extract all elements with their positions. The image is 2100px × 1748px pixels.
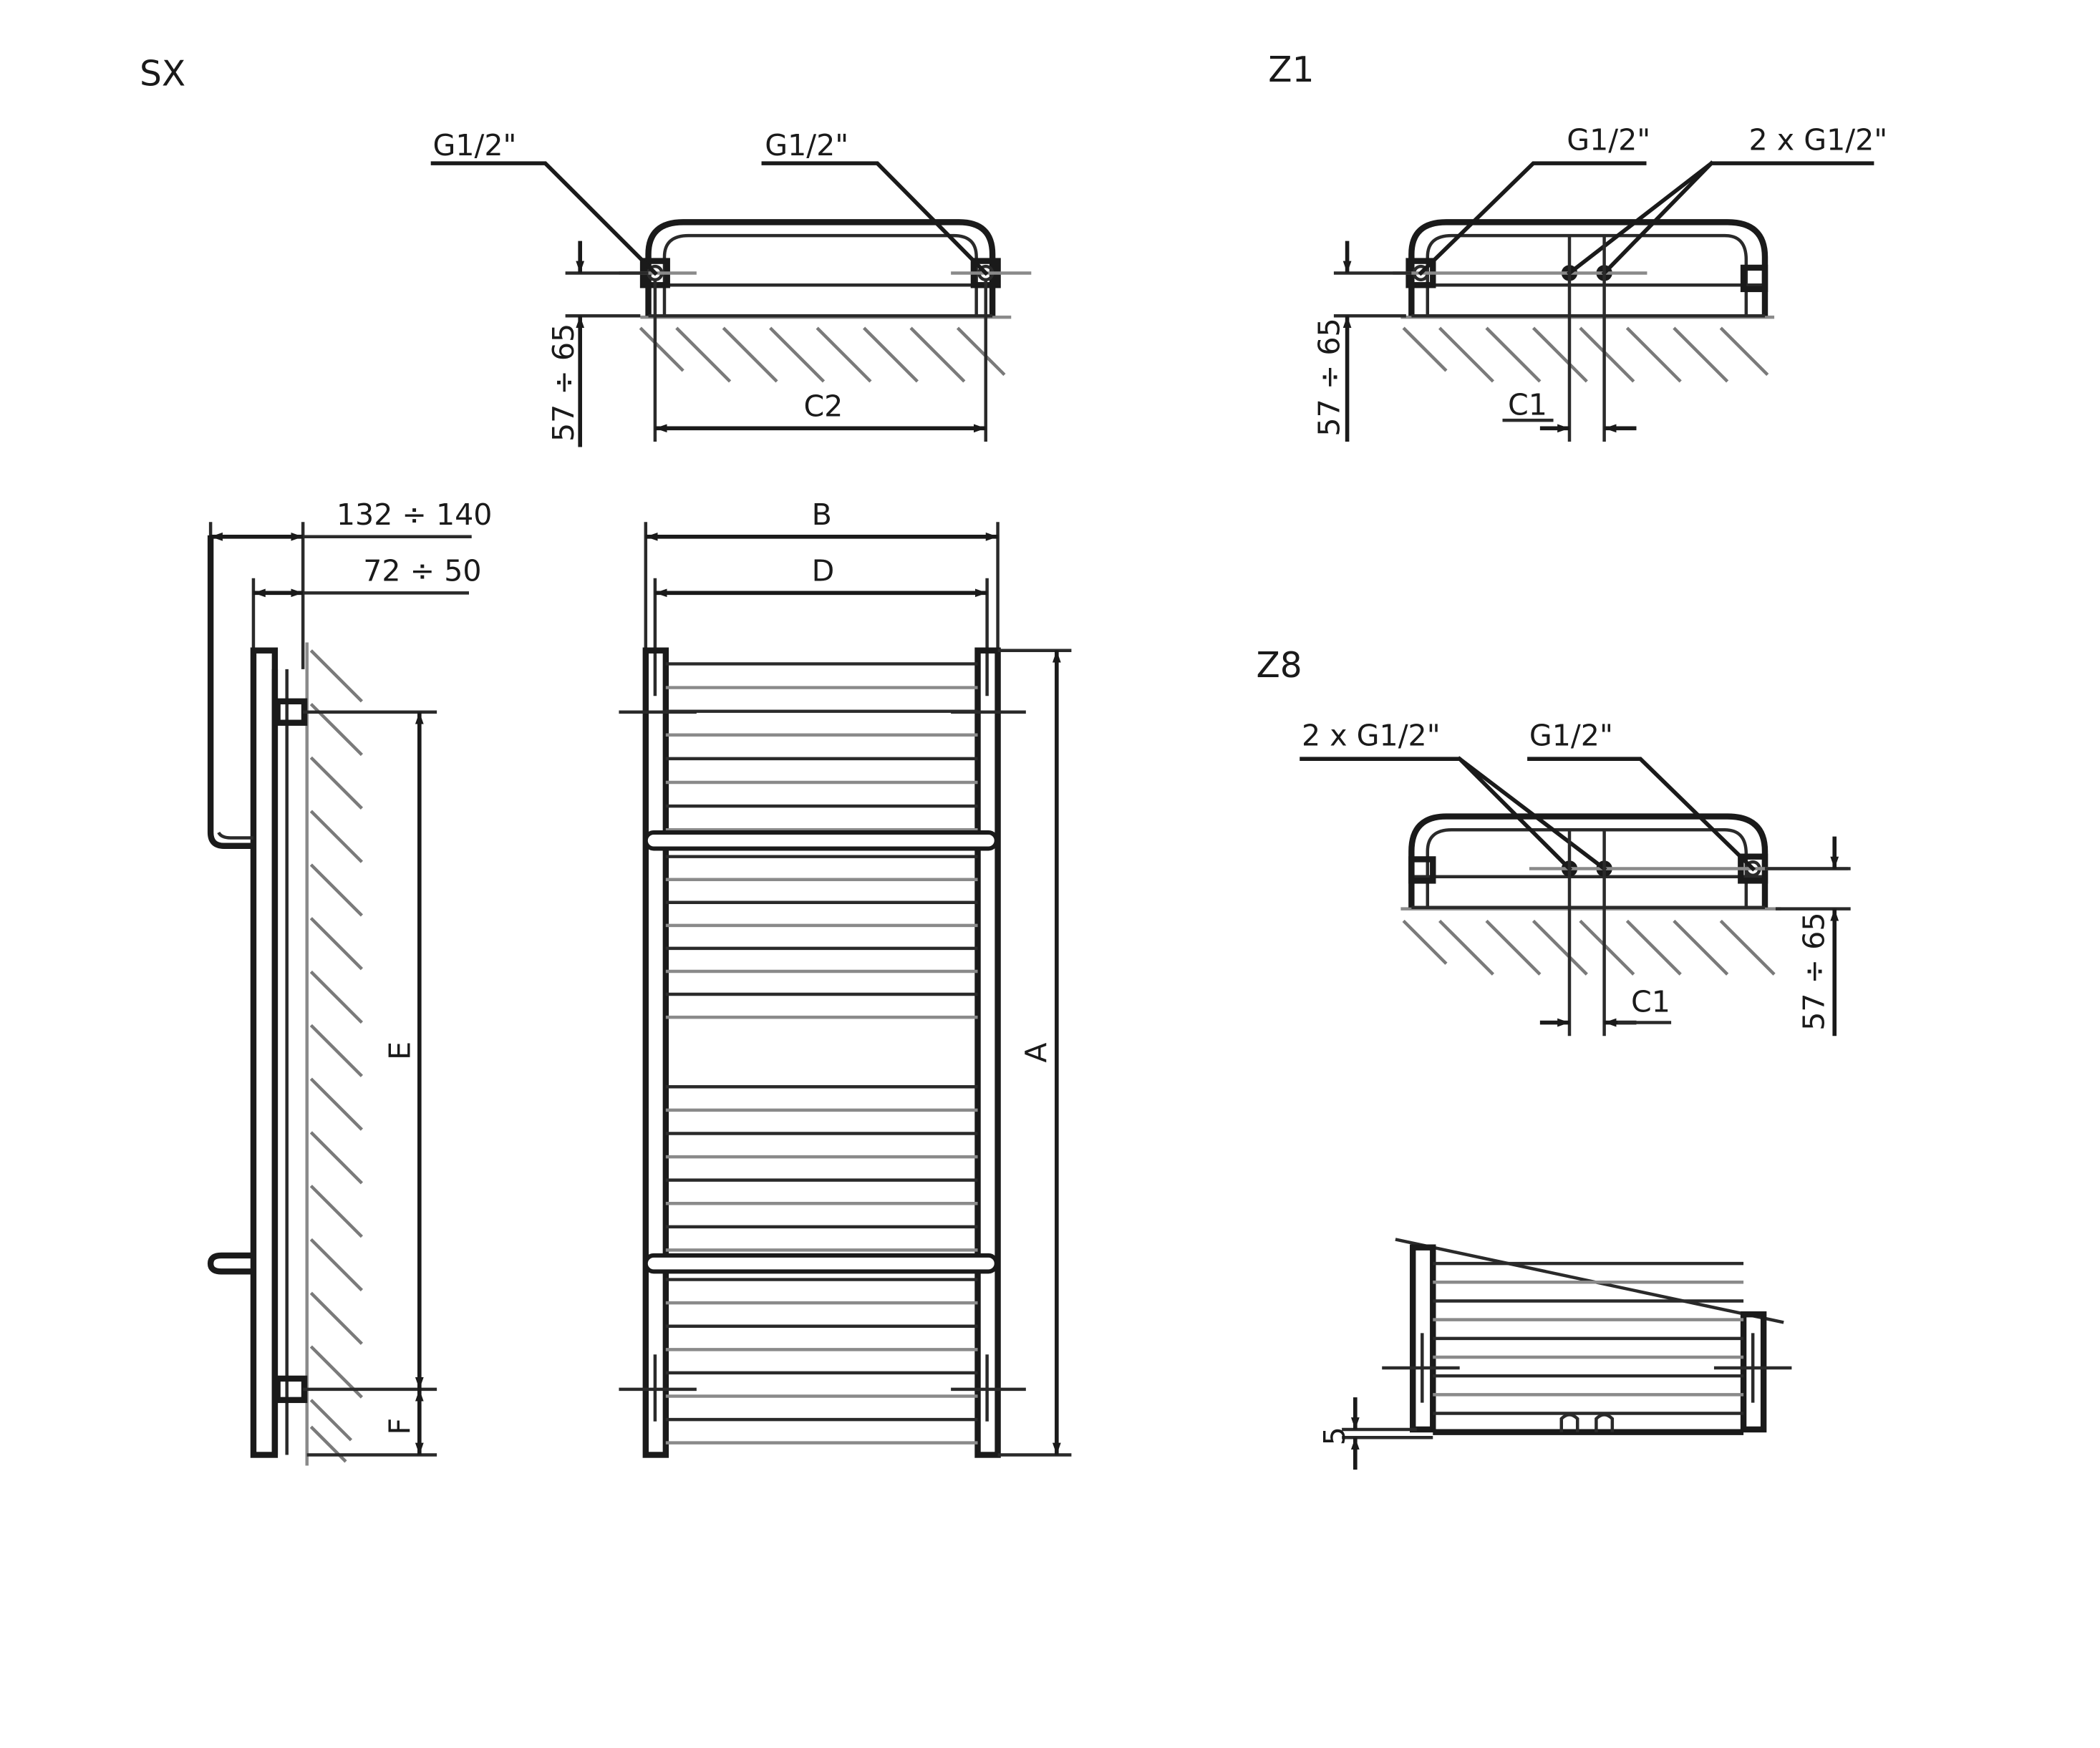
c2-label: C2 — [803, 389, 843, 424]
z1-wall-gap-label: 57 ÷ 65 — [1312, 318, 1346, 436]
view-title-z1: Z1 — [1268, 50, 1314, 90]
towel-bar-top — [643, 830, 999, 851]
bracket-top — [274, 698, 308, 726]
z8-thread-label: G1/2" — [1529, 718, 1613, 752]
a-label: A — [1019, 1043, 1053, 1063]
sx-top-view: G1/2" G1/2" 57 ÷ 65 C2 — [430, 128, 1032, 447]
z8-tubes — [1433, 1261, 1744, 1415]
valve-2 — [1595, 1413, 1615, 1432]
hook-top — [207, 535, 253, 849]
z8-radiator-profile — [1408, 813, 1768, 908]
view-title-z8: Z8 — [1256, 646, 1302, 686]
bracket-bottom — [274, 1375, 308, 1404]
side-frame-outer — [250, 647, 279, 1458]
view-title-sx: SX — [140, 54, 185, 94]
f-label: F — [383, 1418, 417, 1435]
depth-wall-label: 72 ÷ 50 — [363, 554, 481, 588]
towel-bar-bottom — [643, 1253, 999, 1274]
z1-c1-label: C1 — [1508, 388, 1547, 422]
leader-left — [430, 161, 658, 276]
z8-front-view: 5 — [1317, 1238, 1792, 1470]
thread-label-left: G1/2" — [433, 128, 517, 162]
wall-gap-label: 57 ÷ 65 — [546, 324, 581, 442]
side-wall-hatch — [309, 649, 363, 1463]
z8-double-thread-label: 2 x G1/2" — [1302, 718, 1441, 752]
z1-double-thread-label: 2 x G1/2" — [1749, 122, 1888, 157]
offset-label: 5 — [1317, 1427, 1352, 1445]
valve-1 — [1559, 1413, 1579, 1432]
thread-label-right: G1/2" — [765, 128, 848, 162]
z8-right-column — [1740, 1311, 1767, 1433]
left-column — [642, 647, 669, 1458]
z1-thread-label: G1/2" — [1567, 122, 1650, 157]
radiator-top-profile — [645, 219, 996, 316]
sx-front-view: B D A — [619, 497, 1072, 1458]
depth-total-label: 132 ÷ 140 — [337, 497, 493, 532]
z1-radiator-profile — [1408, 219, 1768, 316]
e-label: E — [383, 1041, 417, 1060]
horizontal-tubes — [665, 662, 978, 1444]
z1-top-view: G1/2" 2 x G1/2" 57 ÷ 65 C1 — [1312, 122, 1887, 442]
wall-hatch — [639, 326, 1006, 383]
b-label: B — [812, 497, 832, 532]
sx-side-view: 132 ÷ 140 72 ÷ 50 — [207, 497, 493, 1466]
z8-c1-label: C1 — [1631, 985, 1670, 1019]
hook-bottom — [207, 1252, 253, 1275]
z8-top-view: 2 x G1/2" G1/2" 57 ÷ 65 C1 — [1300, 718, 1851, 1036]
right-column — [974, 647, 1001, 1458]
leader-right — [761, 161, 989, 276]
z8-wall-gap-label: 57 ÷ 65 — [1796, 913, 1831, 1031]
d-label: D — [812, 554, 835, 588]
